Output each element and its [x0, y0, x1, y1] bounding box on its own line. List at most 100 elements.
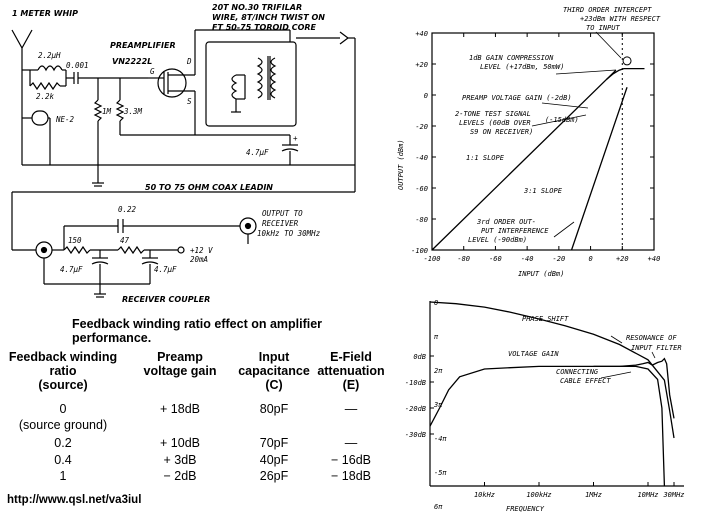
c-47-label: 4.7µF — [246, 148, 269, 157]
plot-frame — [431, 32, 655, 251]
annotation-leader — [595, 31, 622, 59]
chart2-annotation: RESONANCE OF — [626, 334, 677, 342]
mosfet-vn2222l — [157, 68, 187, 98]
winding-c — [231, 74, 238, 100]
x-tick-label: 30MHz — [662, 491, 684, 499]
phase-tick-label: 0 — [434, 299, 438, 307]
toroid-label-1: 20T NO.30 TRIFILAR — [212, 3, 302, 12]
chart1-annotation: 2-TONE TEST SIGNAL — [455, 110, 531, 118]
annotation-leader — [531, 114, 587, 127]
annotation-leader — [600, 371, 632, 379]
resistor-47 — [117, 245, 145, 255]
r-in-label: 2.2k — [36, 92, 55, 101]
y-tick-label: -30dB — [405, 431, 426, 439]
output-label-1: OUTPUT TO — [262, 209, 303, 218]
l1-label: 2.2µH — [38, 51, 61, 60]
plus-sign: + — [293, 134, 298, 143]
chart2-annotation: CONNECTING — [556, 368, 599, 376]
chart1-annotation: LEVEL (-90dBm) — [468, 236, 527, 244]
y-tick-label: 0 — [424, 92, 428, 100]
output-label-3: 10kHz TO 30MHz — [257, 229, 321, 238]
y-tick-label: 0dB — [413, 353, 426, 361]
y-tick-label: -10dB — [405, 379, 426, 387]
preamp-label: PREAMPLIFIER — [110, 41, 176, 50]
chart2-annotation: CABLE EFFECT — [560, 377, 611, 385]
phase-tick-label: -5π — [434, 469, 447, 477]
intercept-chart-series — [431, 31, 645, 251]
chart1-annotation: 3:1 SLOPE — [523, 187, 563, 195]
y-tick-label: -100 — [411, 247, 428, 255]
x-tick-label: -80 — [457, 255, 470, 263]
resistor-3m3 — [115, 99, 125, 122]
c-022-label: 0.22 — [118, 205, 137, 214]
resistor-150 — [63, 245, 91, 255]
coupler-label: RECEIVER COUPLER — [122, 295, 210, 304]
chart1-annotation: LEVEL (+17dBm, 50mW) — [480, 63, 564, 71]
y-tick-label: -40 — [415, 154, 428, 162]
x-axis-label: INPUT (dBm) — [518, 270, 564, 278]
x-tick-label: -60 — [489, 255, 502, 263]
phase-tick-label: 6π — [434, 503, 443, 511]
series-cable-effect — [593, 365, 666, 487]
phase-tick-label: 2π — [434, 367, 443, 375]
r-33m-label: 3.3M — [123, 107, 143, 116]
source-url[interactable]: http://www.qsl.net/va3iul — [7, 494, 142, 506]
pin-s: S — [187, 97, 192, 106]
output-label-2: RECEIVER — [262, 219, 299, 228]
x-axis-label: FREQUENCY — [506, 505, 545, 513]
chart2-annotation: VOLTAGE GAIN — [508, 350, 559, 358]
toroid-label-2: WIRE, 8T/INCH TWIST ON — [212, 13, 325, 22]
x-tick-label: 10kHz — [474, 491, 495, 499]
x-tick-label: 1MHz — [585, 491, 602, 499]
table-caption: Feedback winding ratio effect on amplifi… — [72, 317, 323, 345]
annotation-leader — [610, 335, 623, 344]
annotation-leader — [651, 351, 656, 359]
chart1-annotation: TO INPUT — [586, 24, 621, 32]
x-tick-label: -40 — [521, 255, 534, 263]
chart1-annotation: (-15dBm) — [545, 116, 579, 124]
y-axis-label: OUTPUT (dBm) — [397, 139, 405, 190]
coax-label: 50 TO 75 OHM COAX LEADIN — [145, 183, 273, 192]
series-1-1-slope — [431, 69, 617, 251]
chart1-annotation: 3rd ORDER OUT- — [476, 218, 536, 226]
inductor-l1 — [37, 65, 63, 72]
frequency-chart-axes — [429, 301, 684, 487]
x-tick-label: 0 — [588, 255, 592, 263]
r-1m-label: 1M — [102, 107, 112, 116]
r-47-label: 47 — [120, 236, 130, 245]
pin-d: D — [186, 57, 192, 66]
chart1-annotation: THIRD ORDER INTERCEPT — [563, 6, 652, 14]
c-in-label: 0.001 — [66, 61, 89, 70]
pin-g: G — [150, 67, 155, 76]
chart1-annotation: LEVELS (60dB OVER — [459, 119, 531, 127]
annotation-leader — [541, 102, 589, 109]
y-tick-label: -20dB — [405, 405, 426, 413]
annotation-leader — [553, 221, 575, 238]
x-tick-label: -100 — [424, 255, 441, 263]
series-voltage-gain — [429, 357, 675, 427]
phase-tick-label: -4π — [434, 435, 447, 443]
annotation-leader — [555, 69, 617, 75]
y-tick-label: +40 — [415, 30, 428, 38]
chart1-annotation: 1dB GAIN COMPRESSION — [469, 54, 554, 62]
chart1-annotation: +23dBm WITH RESPECT — [580, 15, 661, 23]
intercept-point — [622, 56, 632, 66]
toroid-label-3: FT 50-75 TOROID CORE — [212, 23, 317, 32]
phase-tick-label: π — [434, 333, 439, 341]
y-tick-label: -80 — [415, 216, 428, 224]
r-150-label: 150 — [68, 236, 82, 245]
frequency-chart-series — [429, 301, 675, 487]
chart2-annotation: INPUT FILTER — [631, 344, 682, 352]
chart1-annotation: 1:1 SLOPE — [466, 154, 505, 162]
antenna-label: 1 METER WHIP — [12, 9, 78, 18]
phase-tick-label: 3π — [433, 401, 443, 409]
x-tick-label: 10MHz — [637, 491, 658, 499]
toroid-box — [205, 41, 297, 127]
series-phase-shift — [429, 301, 675, 439]
resistor-1m — [93, 99, 103, 122]
series-compression — [606, 68, 645, 80]
supply-i: 20mA — [190, 255, 208, 264]
